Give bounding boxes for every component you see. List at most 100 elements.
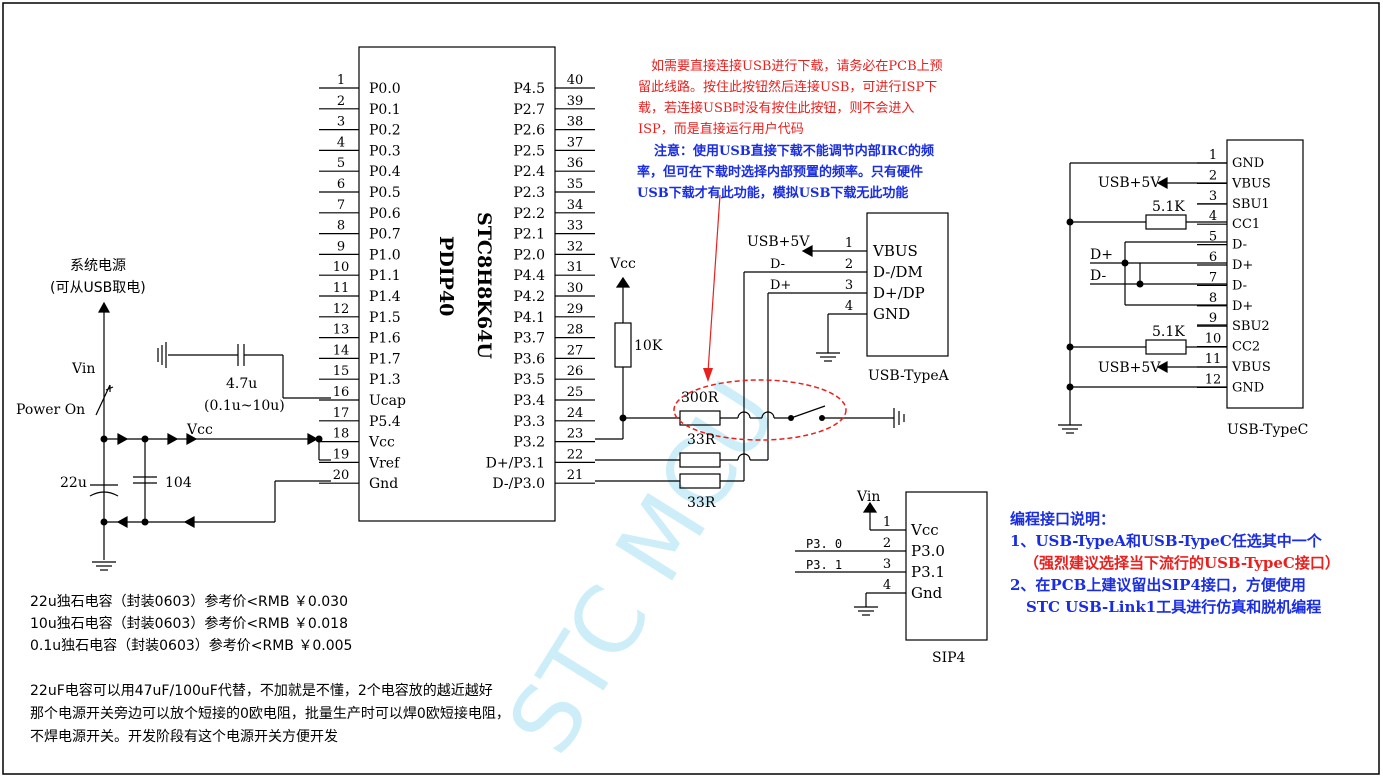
usbc-pin-label: VBUS [1231,176,1271,191]
chip-pin-number: 33 [567,219,584,234]
usbc-pin-label: D+ [1232,258,1253,273]
blue-note-line: 率，但可在下载时选择内部预置的频率。只有硬件 [637,164,923,180]
cap-22u-label: 22u [60,475,87,491]
sip4-title: SIP4 [932,650,966,666]
chip-pin-number: 21 [567,468,584,483]
ucap-cap-range: (0.1u~10u) [204,398,285,414]
chip-pin-number: 22 [567,447,584,462]
red-note: 如需要直接连接USB进行下载，请务必在PCB上预 留此线路。按住此按钮然后连接U… [638,58,943,137]
chip-pin-label: P1.4 [369,289,401,305]
usba-5v-label: USB+5V [747,234,810,250]
chip-pin-number: 36 [567,156,584,171]
chip-pin-number: 14 [333,343,350,358]
sip4-pin-label: Vcc [910,521,939,539]
power-source-subtitle: (可从USB取电) [50,280,146,296]
chip-pin-number: 13 [333,323,350,338]
chip-pin-number: 24 [567,406,584,421]
price-line: 0.1u独石电容（封装0603）参考价<RMB ￥0.005 [30,637,352,654]
usbc-pin-number: 9 [1209,311,1217,326]
power-source-title: 系统电源 [70,258,126,274]
cap-104-label: 104 [165,475,192,491]
chip-pin-label: P3.6 [513,351,545,367]
prog-title: 编程接口说明： [1010,510,1115,528]
usbc-pin-number: 6 [1209,250,1217,265]
vin-label: Vin [71,361,95,377]
usbc-pin-number: 3 [1209,189,1217,204]
usbc-5v-top: USB+5V [1098,175,1161,191]
chip-pin-label: P4.2 [513,289,545,305]
chip-pin-number: 2 [337,94,345,109]
usba-pin-label: D-/DM [873,263,923,281]
usbc-pin-label: VBUS [1231,360,1271,375]
usba-pin-number: 3 [845,278,853,293]
ucap-cap-label: 4.7u [226,376,257,392]
vcc-net-label: Vcc [186,422,213,438]
chip-pin-number: 23 [567,427,584,442]
usba-pin-number: 2 [845,257,853,272]
usbc-dminus-net: D- [1090,268,1106,284]
chip-pin-label: P2.5 [513,143,545,159]
chip-pin-number: 16 [333,385,350,400]
red-note-line: 载，若连接USB时没有按住此按钮，则不会进入 [638,100,914,116]
usbc-pin-label: GND [1232,380,1264,395]
chip-pin-label: P1.3 [369,372,401,388]
chip-pin-label: P0.3 [369,143,401,159]
chip-pin-number: 40 [567,73,584,88]
usbc-pin-number: 12 [1205,372,1222,387]
usba-pin-label: VBUS [872,242,918,260]
chip-pin-number: 35 [567,177,584,192]
chip-pin-number: 15 [333,364,350,379]
usbc-pin-label: D- [1232,278,1247,293]
chip-pin-label: P0.4 [369,164,401,180]
usbc-pin-label: D+ [1232,299,1253,314]
chip-pin-label: P1.1 [369,268,401,284]
chip-pin-label: P5.4 [369,414,401,430]
blue-note-line: USB下载才有此功能，模拟USB下载无此功能 [637,185,908,201]
chip-pin-label: Ucap [369,393,406,409]
usbc-pin-label: SBU2 [1232,319,1270,334]
chip-pin-label: D-/P3.0 [492,476,545,492]
chip-pin-label: P3.2 [513,435,545,451]
chip-pin-number: 29 [567,302,584,317]
chip-body [358,46,556,522]
chip-pin-label: P3.4 [513,393,545,409]
usba-pin-label: D+/DP [873,284,925,302]
chip-pin-label: P0.2 [369,123,401,139]
chip-pin-label: P2.0 [513,247,545,263]
chip-pin-label: Vref [368,455,401,471]
chip-pin-number: 5 [337,156,345,171]
usbc-pin-number: 1 [1209,148,1217,163]
price-line: 10u独石电容（封装0603）参考价<RMB ￥0.018 [30,615,348,632]
chip-pin-number: 8 [337,219,345,234]
chip-pin-label: Vcc [368,435,395,451]
chip-pin-label: P3.7 [513,331,545,347]
chip-pin-number: 31 [567,260,584,275]
resistor-33r-a-label: 33R [687,432,716,448]
chip-pin-number: 32 [567,239,584,254]
vcc-top-label: Vcc [609,256,636,272]
usbc-pin-number: 4 [1209,209,1217,224]
price-notes: 22u独石电容（封装0603）参考价<RMB ￥0.030 10u独石电容（封装… [30,593,510,745]
sip4-pin-label: P3.0 [911,542,945,560]
red-note-line: 如需要直接连接USB进行下载，请务必在PCB上预 [651,58,943,74]
sip4-pin-label: P3.1 [911,563,945,581]
price-line: 22u独石电容（封装0603）参考价<RMB ￥0.030 [30,593,348,610]
prog-line-2: （强烈建议选择当下流行的USB-TypeC接口） [1024,554,1340,572]
chip-pin-label: D+/P3.1 [486,455,545,471]
red-note-line: ISP，而是直接运行用户代码 [638,121,804,137]
sip4-pin-number: 1 [883,515,891,530]
chip-pin-number: 27 [567,343,584,358]
chip-pin-number: 11 [333,281,350,296]
sip4-pin-number: 4 [883,578,891,593]
chip-pin-label: P3.5 [513,372,545,388]
usbc-pin-label: GND [1232,156,1264,171]
sip4-pin-label: Gnd [911,584,943,602]
chip-pin-label: P1.6 [369,331,401,347]
sip4-net-p31: P3. 1 [806,558,842,572]
chip-pin-number: 38 [567,115,584,130]
chip-pin-label: P2.1 [513,227,545,243]
chip-pin-number: 12 [333,302,350,317]
vin-arrow [97,301,111,313]
